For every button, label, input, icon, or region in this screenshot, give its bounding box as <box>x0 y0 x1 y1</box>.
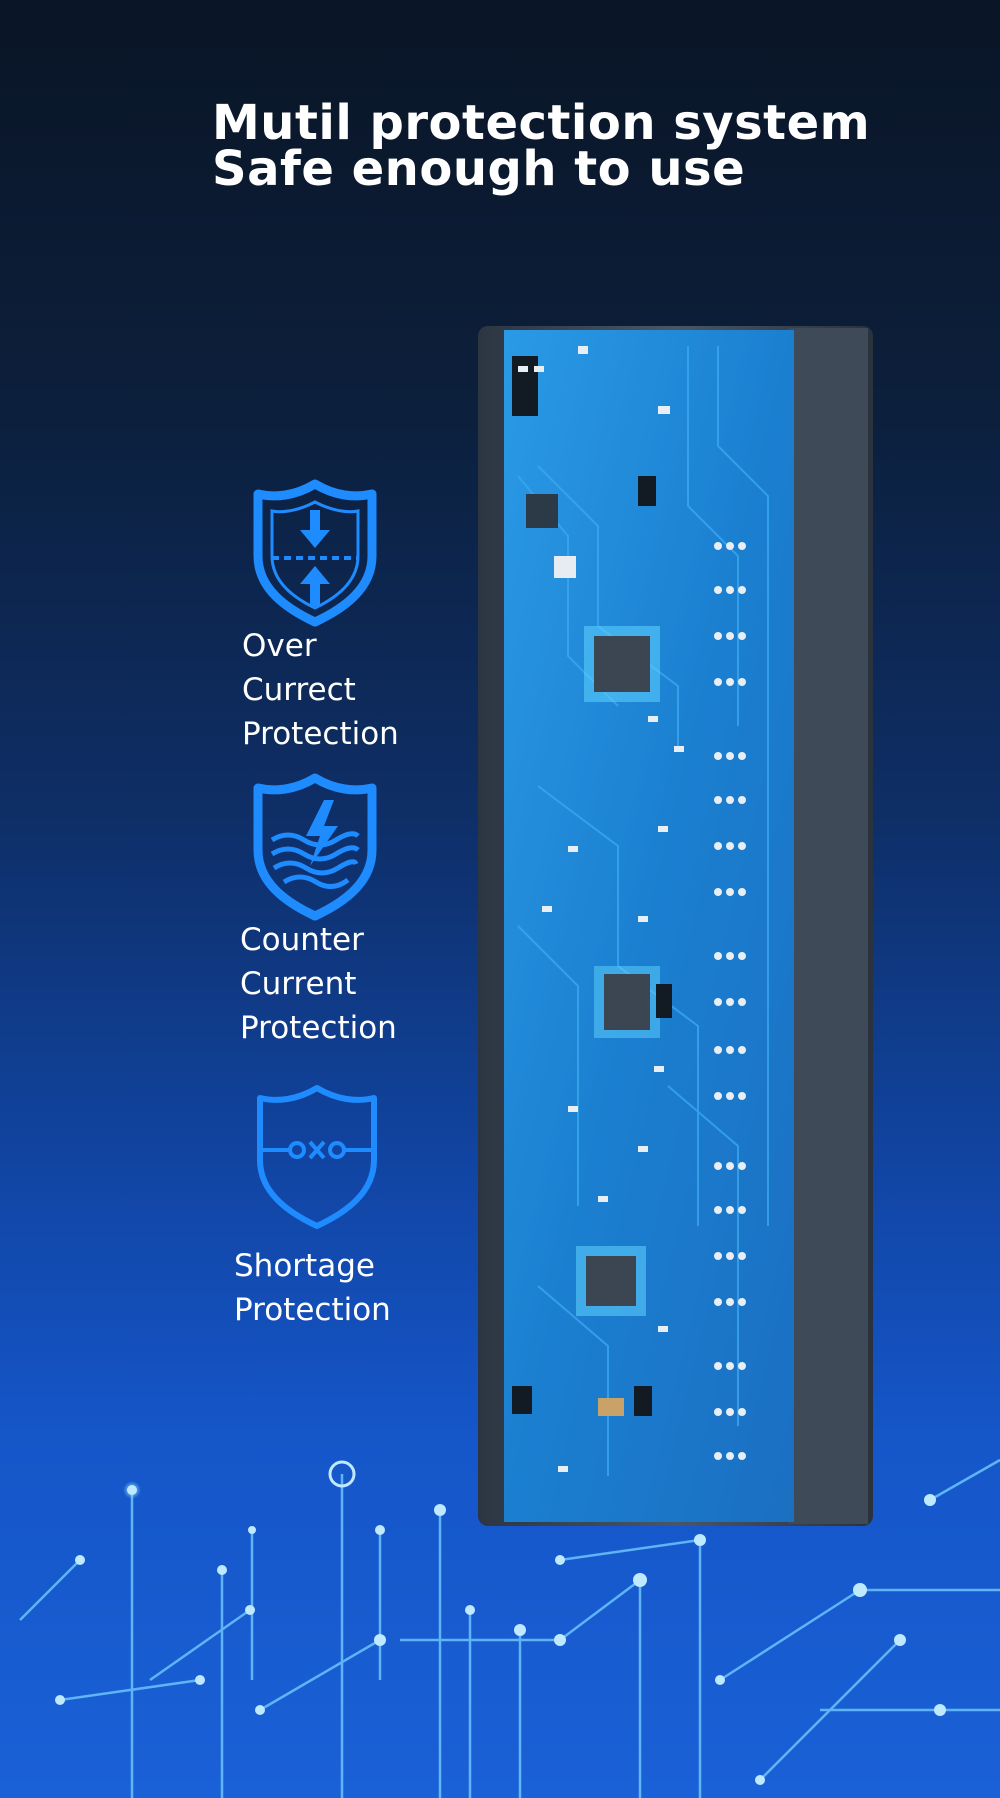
shield-lightning-icon <box>253 773 377 921</box>
feature-label-over-current: Over Currect Protection <box>242 628 399 752</box>
feature-label-counter-current: Counter Current Protection <box>240 922 397 1046</box>
feature-label-shortage: Shortage Protection <box>234 1248 391 1328</box>
device-pcb-illustration <box>478 326 873 1526</box>
headline: Mutil protection system Safe enough to u… <box>212 95 972 197</box>
circuit-network-decoration <box>19 1458 1000 1798</box>
shield-arrows-icon <box>253 479 377 627</box>
headline-line-1: Mutil protection system <box>212 95 871 151</box>
headline-line-2: Safe enough to use <box>212 141 746 197</box>
shield-circuit-icon <box>257 1085 377 1229</box>
